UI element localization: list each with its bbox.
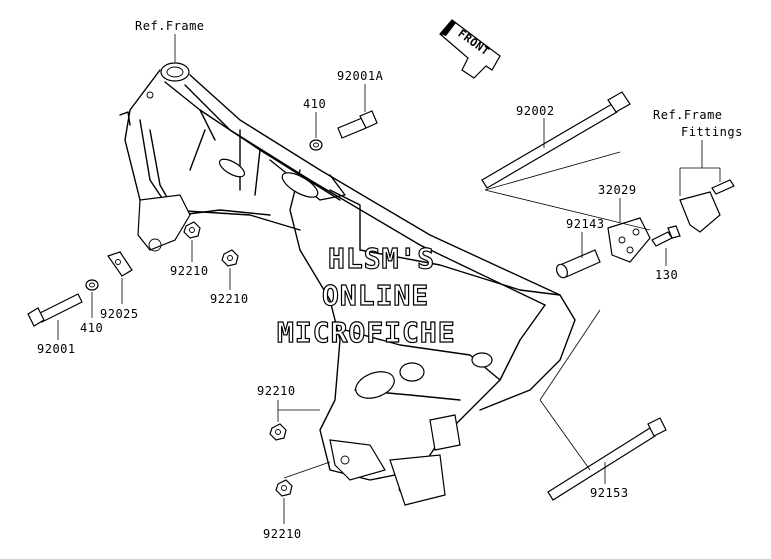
front-arrow-icon xyxy=(439,19,501,79)
label-410-bottom: 410 xyxy=(80,321,103,335)
long-bolt-92002 xyxy=(481,91,631,189)
label-410-top: 410 xyxy=(303,97,326,111)
watermark-line-2: ONLINE xyxy=(322,279,429,312)
label-92210-d: 92210 xyxy=(263,527,302,541)
nut-92210-b xyxy=(221,249,239,267)
washer-410-top xyxy=(309,139,323,151)
long-bolt-92153 xyxy=(547,417,667,501)
motorcycle-frame xyxy=(119,62,576,506)
watermark-line-1: HLSM'S xyxy=(328,242,435,275)
collar-92143 xyxy=(555,249,601,279)
frame-fittings-bracket xyxy=(679,179,735,233)
bolt-92001 xyxy=(27,293,83,327)
label-92001A: 92001A xyxy=(337,69,384,83)
watermark-line-3: MICROFICHE xyxy=(277,316,456,349)
nut-92210-c xyxy=(269,423,287,441)
label-92210-c: 92210 xyxy=(257,384,296,398)
bolt-92001A xyxy=(337,110,378,139)
label-92001: 92001 xyxy=(37,342,76,356)
watermark: HLSM'S ONLINE MICROFICHE xyxy=(276,241,456,349)
label-32029: 32029 xyxy=(598,183,637,197)
nut-92210-a xyxy=(183,221,201,239)
label-92143: 92143 xyxy=(566,217,605,231)
label-92025: 92025 xyxy=(100,307,139,321)
label-92210-b: 92210 xyxy=(210,292,249,306)
label-130: 130 xyxy=(655,268,678,282)
bracket-92025 xyxy=(107,251,133,277)
bolt-130 xyxy=(651,225,681,247)
label-92210-a: 92210 xyxy=(170,264,209,278)
leader-lines xyxy=(57,34,721,524)
label-ref-frame: Ref.Frame xyxy=(135,19,205,33)
nut-92210-d xyxy=(275,479,293,497)
label-92153: 92153 xyxy=(590,486,629,500)
washer-410-bottom xyxy=(85,279,99,291)
label-ref-frame-fittings-1: Ref.Frame xyxy=(653,108,723,122)
label-92002: 92002 xyxy=(516,104,555,118)
bracket-32029 xyxy=(607,217,651,263)
label-ref-frame-fittings-2: Fittings xyxy=(681,125,743,139)
